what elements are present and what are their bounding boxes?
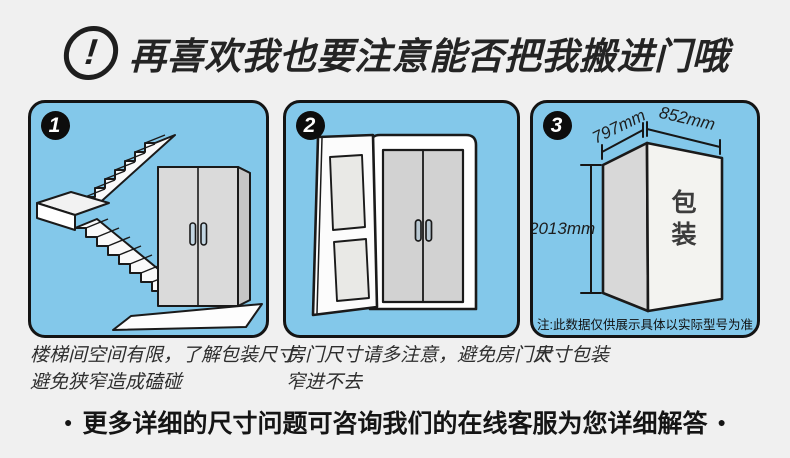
- step-2-number: 2: [303, 114, 316, 137]
- bullet-icon: ●: [64, 414, 73, 430]
- footer-text: 更多详细的尺寸问题可咨询我们的在线客服为您详细解答: [82, 410, 708, 438]
- caption-line: 楼梯间空间有限，了解包装尺寸，: [30, 345, 316, 366]
- caption-package: 尺寸包装: [533, 342, 609, 369]
- caption-doors: 房门尺寸请多注意，避免房门太 窄进不去: [286, 342, 552, 396]
- doors-illustration: [311, 133, 478, 317]
- wardrobe: [157, 166, 251, 307]
- package-box-illustration: [580, 121, 724, 313]
- exclamation-glyph: !: [83, 30, 100, 72]
- step-1-number: 1: [48, 114, 61, 137]
- double-door: [381, 148, 465, 304]
- page-title: 再喜欢我也要注意能否把我搬进门哦: [129, 36, 729, 77]
- height-dimension-label: 2013mm: [530, 219, 596, 238]
- panel-stairs: 1: [28, 100, 269, 338]
- dimension-lines: [580, 121, 721, 294]
- caption-stairs: 楼梯间空间有限，了解包装尺寸， 避免狭窄造成磕碰: [30, 342, 315, 396]
- package-box: [601, 141, 724, 313]
- floor: [112, 303, 263, 331]
- header: ! 再喜欢我也要注意能否把我搬进门哦: [61, 24, 729, 82]
- step-2-badge: 2: [296, 111, 325, 140]
- caption-line: 房门尺寸请多注意，避免房门太: [286, 345, 553, 366]
- disclaimer-note: 注:此数据仅供展示具体以实际型号为准: [537, 318, 753, 332]
- open-door: [311, 133, 379, 317]
- caption-line: 窄进不去: [286, 372, 363, 393]
- panel-doors: 2: [283, 100, 520, 338]
- caption-line: 尺寸包装: [533, 345, 610, 366]
- footer-service-note: ● 更多详细的尺寸问题可咨询我们的在线客服为您详细解答 ●: [0, 404, 790, 440]
- door-handle-right: [425, 219, 433, 242]
- package-box-label: 包装: [668, 189, 696, 253]
- exclamation-circle-icon: !: [61, 26, 121, 80]
- step-3-badge: 3: [543, 111, 572, 140]
- caption-line: 避免狭窄造成磕碰: [30, 372, 183, 393]
- wardrobe-handle-right: [200, 222, 208, 246]
- step-3-number: 3: [550, 114, 563, 137]
- wardrobe-handle-left: [189, 222, 197, 246]
- panel-package-size: 3 797mm 852mm 2013m: [530, 100, 760, 338]
- staircase-wardrobe-illustration: [36, 134, 263, 331]
- door-handle-left: [414, 219, 422, 242]
- step-1-badge: 1: [41, 111, 70, 140]
- bullet-icon: ●: [717, 414, 726, 430]
